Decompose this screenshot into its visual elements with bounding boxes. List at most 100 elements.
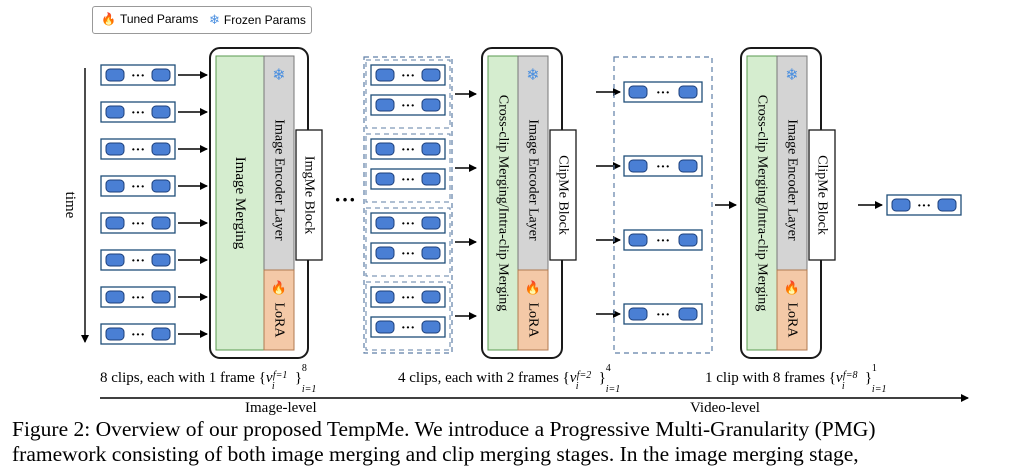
token (375, 290, 395, 304)
set-subscript: i=1 (872, 384, 887, 395)
stage-block: Cross-clip Merging/Intra-clip Merging❄Im… (740, 47, 836, 359)
snowflake-icon: ❄ (785, 65, 798, 84)
token-ellipsis: ··· (656, 234, 670, 249)
set-subscript: i=1 (302, 384, 317, 395)
token (151, 327, 171, 341)
clip-row: ··· (623, 229, 703, 251)
token (151, 253, 171, 267)
legend-frozen-label: Frozen Params (223, 13, 306, 27)
set-superscript: 8 (302, 363, 307, 374)
token (678, 233, 698, 247)
token (421, 290, 441, 304)
token-ellipsis: ··· (656, 86, 670, 101)
token (421, 172, 441, 186)
lora-module (263, 269, 295, 351)
token-ellipsis: ··· (401, 217, 415, 232)
token (421, 320, 441, 334)
set-superscript: 1 (872, 363, 877, 374)
token-ellipsis: ··· (401, 143, 415, 158)
subscript: i (842, 381, 845, 392)
image-level-label: Image-level (245, 400, 317, 416)
token (421, 142, 441, 156)
merging-label: Cross-clip Merging/Intra-clip Merging (755, 95, 770, 311)
clip-column-3 (613, 56, 713, 354)
token-ellipsis: ··· (401, 247, 415, 262)
token (678, 85, 698, 99)
brace: } (599, 370, 606, 386)
frame-row: ··· (370, 138, 446, 160)
frame-row: ··· (100, 138, 176, 160)
stage-block: Cross-clip Merging/Intra-clip Merging❄Im… (481, 47, 577, 359)
stage-block: Image Merging❄Image Encoder Layer🔥LoRAIm… (209, 47, 323, 359)
legend-tuned: 🔥 Tuned Params (101, 12, 198, 26)
set-superscript: 4 (606, 363, 611, 374)
frame-row: ··· (100, 175, 176, 197)
token (628, 233, 648, 247)
token (628, 85, 648, 99)
token-ellipsis: ··· (401, 321, 415, 336)
token (421, 68, 441, 82)
superscript: f=1 (273, 370, 288, 381)
block-label-box (808, 129, 836, 261)
figure-caption: Figure 2: Overview of our proposed TempM… (12, 417, 1016, 467)
legend-frozen: ❄ Frozen Params (209, 12, 306, 28)
token (375, 142, 395, 156)
token-ellipsis: ··· (401, 99, 415, 114)
clip-row: ··· (623, 81, 703, 103)
token (375, 320, 395, 334)
time-label: time (62, 192, 78, 219)
block-label: ImgMe Block (302, 156, 317, 234)
token (151, 68, 171, 82)
token (105, 216, 125, 230)
token (421, 216, 441, 230)
token (375, 98, 395, 112)
frame-row: ··· (370, 94, 446, 116)
block-label: ClipMe Block (556, 155, 571, 235)
caption-line-2: framework consisting of both image mergi… (12, 442, 859, 466)
clip-group (365, 281, 451, 351)
encoder-label: Image Encoder Layer (272, 119, 287, 241)
token (105, 68, 125, 82)
subscript: i (576, 381, 579, 392)
token-ellipsis: ··· (401, 291, 415, 306)
brace: } (865, 370, 872, 386)
token-ellipsis: ··· (401, 173, 415, 188)
video-level-label: Video-level (690, 400, 760, 416)
token (105, 142, 125, 156)
token (105, 327, 125, 341)
token (375, 216, 395, 230)
token (678, 307, 698, 321)
frame-row: ··· (100, 249, 176, 271)
stage-ellipsis: ··· (334, 187, 356, 212)
subscript: i (272, 381, 275, 392)
clip-label-text: 8 clips, each with 1 frame {v (100, 370, 273, 386)
token (151, 216, 171, 230)
token-ellipsis: ··· (131, 69, 145, 84)
token (891, 198, 911, 212)
frame-row: ··· (100, 212, 176, 234)
token (375, 246, 395, 260)
token (678, 159, 698, 173)
frame-row: ··· (370, 286, 446, 308)
fire-icon: 🔥 (271, 280, 287, 296)
clip-group (365, 59, 451, 129)
token (105, 253, 125, 267)
fire-icon: 🔥 (101, 12, 116, 26)
legend-tuned-label: Tuned Params (119, 12, 199, 26)
token-ellipsis: ··· (131, 106, 145, 121)
encoder-label: Image Encoder Layer (526, 119, 541, 241)
clip-label-text: 4 clips, each with 2 frames {v (398, 370, 577, 386)
encoder-layer (776, 55, 808, 271)
clip-row: ··· (623, 303, 703, 325)
token (628, 307, 648, 321)
merging-label: Cross-clip Merging/Intra-clip Merging (496, 95, 511, 311)
snowflake-icon: ❄ (209, 12, 220, 27)
clip-group (365, 133, 451, 203)
merging-module (746, 55, 778, 351)
output-row: ··· (886, 194, 962, 216)
token (151, 142, 171, 156)
